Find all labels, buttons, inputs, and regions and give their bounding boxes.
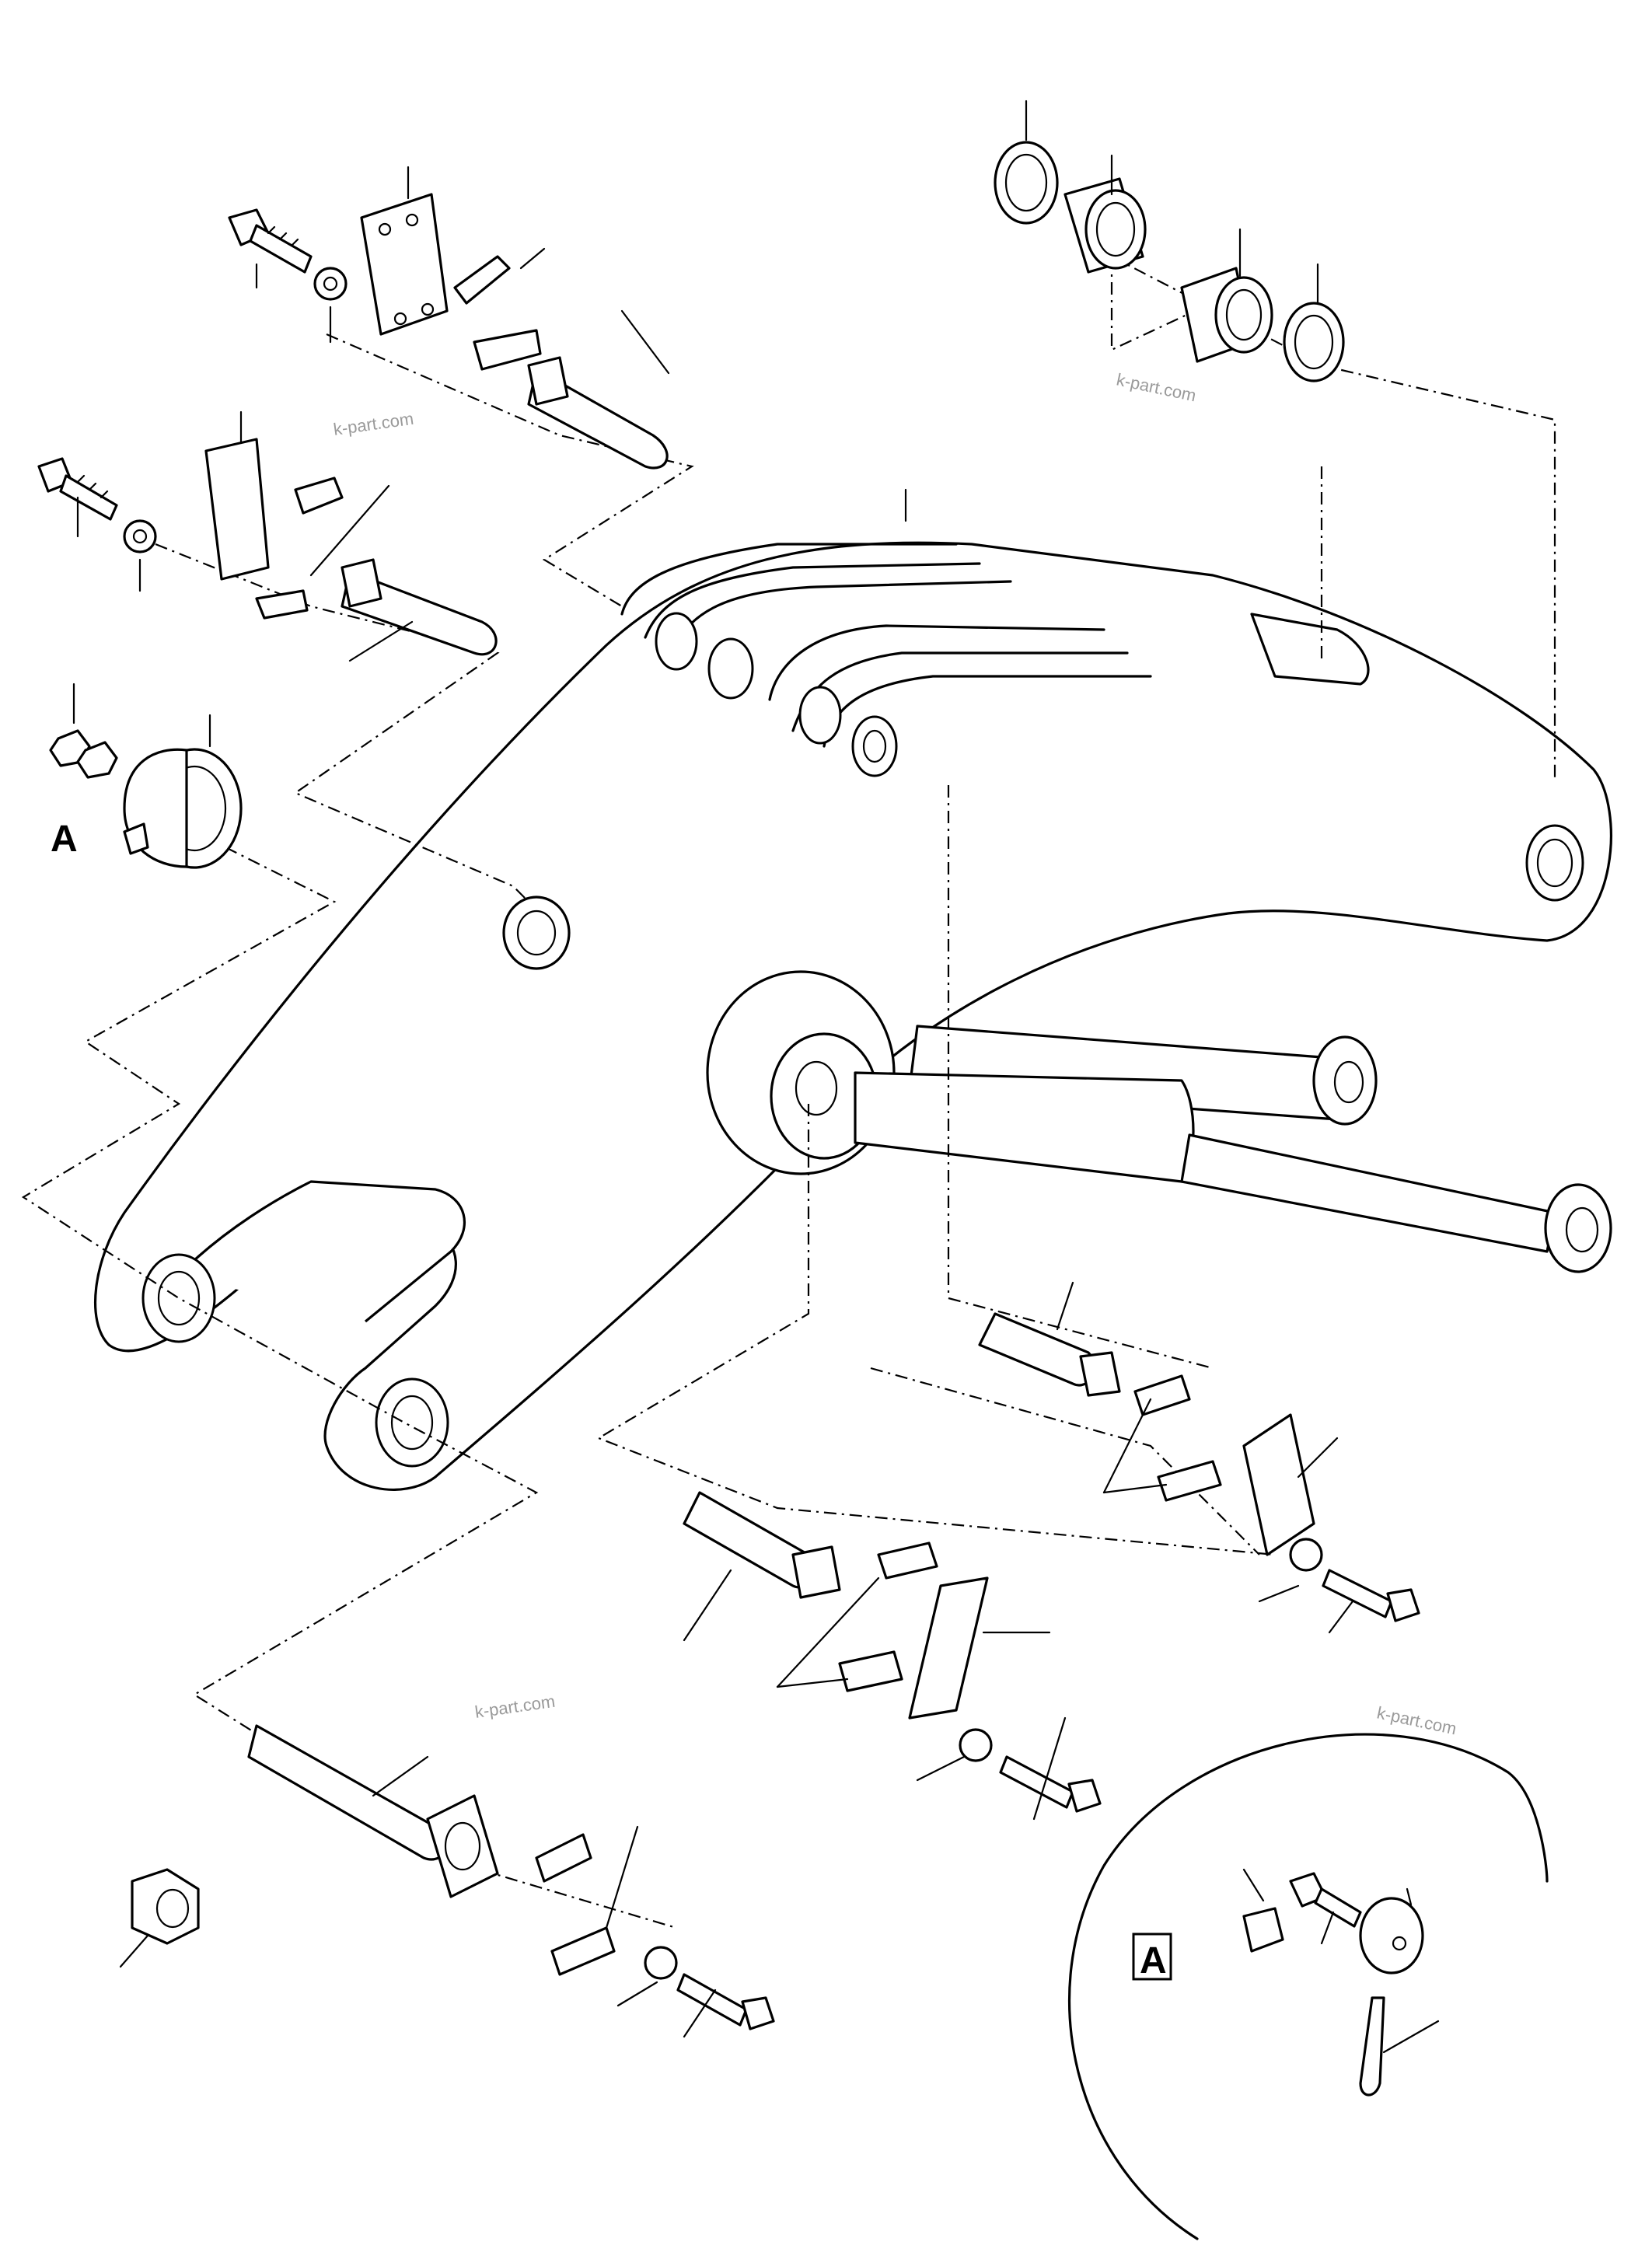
watermark-text: k-part.com [332,409,414,439]
detail-label-box [1132,1933,1172,1981]
link-rods [854,1025,1612,1273]
detail-marker-a: A [51,819,78,860]
thrust-washer [502,896,571,970]
pin-group-top-left [228,166,670,470]
pin-group-lower-left [247,1724,775,2038]
pin-group-right [978,1281,1420,1634]
hex-nut [119,1868,200,1968]
detail-label-a: A [1140,1940,1167,1981]
lift-arm-boom [94,541,1612,1491]
bushing-group-top-right [904,100,1345,522]
watermark-text: k-part.com [473,1692,556,1722]
watermark-text: k-part.com [1375,1702,1458,1738]
watermark-text: k-part.com [1115,369,1198,405]
pin-group-lower-center [683,1491,1102,1821]
swivel-bearing-a: A [49,683,243,869]
pin-group-mid-left [37,410,498,662]
detail-a-view: A [1068,1733,1549,2240]
